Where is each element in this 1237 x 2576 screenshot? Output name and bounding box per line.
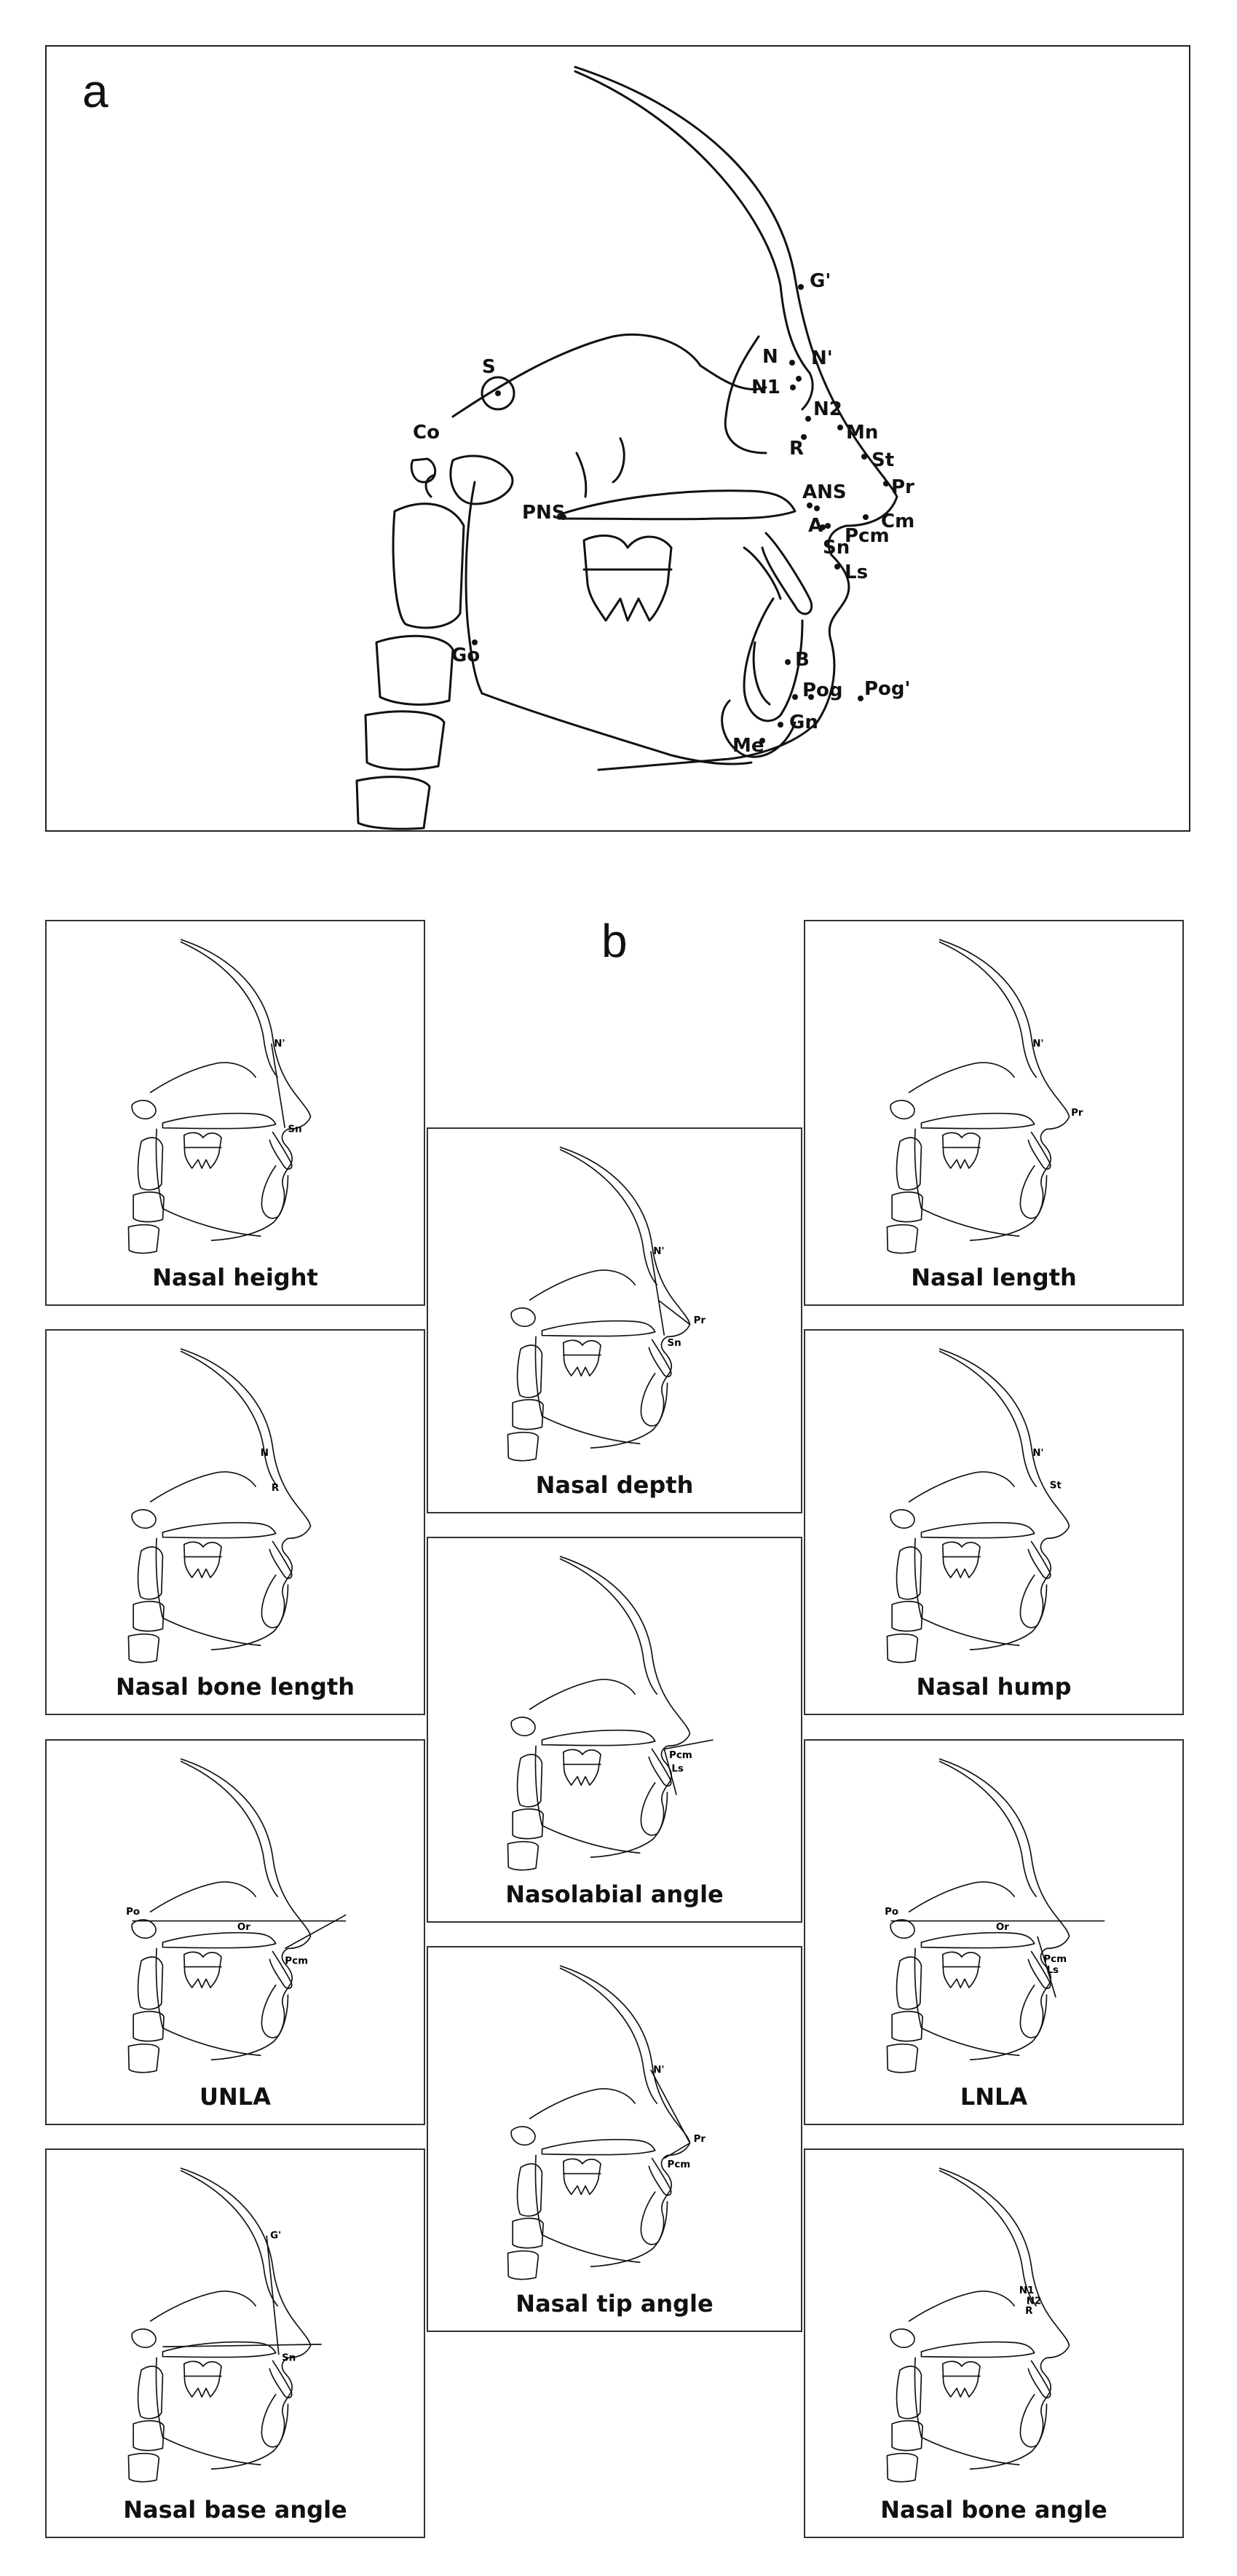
mandible-border bbox=[481, 692, 753, 765]
tile11-label-N1: N1 bbox=[1019, 2285, 1035, 2296]
tile-caption: Nasal tip angle bbox=[515, 2290, 714, 2317]
condyle bbox=[449, 454, 514, 505]
tile-nasal-height: N' Sn Nasal height bbox=[45, 920, 425, 1306]
label-Me: Me bbox=[732, 735, 764, 757]
tile7-label-Po: Po bbox=[126, 1907, 140, 1918]
tile-caption: Nasal bone length bbox=[115, 1673, 355, 1701]
tile9-label-Pcm: Pcm bbox=[1043, 1954, 1067, 1965]
tile5-label-Ls: Ls bbox=[671, 1764, 684, 1775]
vertebra-3 bbox=[364, 710, 446, 771]
vertebra-1 bbox=[392, 503, 465, 629]
bony-profile bbox=[574, 70, 814, 411]
tile-caption: Nasal base angle bbox=[123, 2496, 347, 2524]
tile-unla: Po Or Pcm UNLA bbox=[45, 1739, 425, 2125]
panel-a-letter: a bbox=[82, 65, 108, 117]
tile8-label-Pcm: Pcm bbox=[668, 2159, 691, 2170]
tile-nasal-depth: N' Pr Sn Nasal depth bbox=[427, 1127, 802, 1513]
tile-nasolabial-angle: Pcm Ls Nasolabial angle bbox=[427, 1537, 802, 1923]
tile1-label-N-prime: N' bbox=[274, 1039, 285, 1049]
tile-caption: Nasal length bbox=[911, 1264, 1077, 1291]
tile8-label-N-prime: N' bbox=[653, 2065, 664, 2076]
label-Sn: Sn bbox=[823, 537, 850, 559]
upper-incisor bbox=[761, 532, 813, 615]
label-Pog-prime: Pog' bbox=[864, 678, 911, 700]
tile9-label-Po: Po bbox=[885, 1907, 898, 1918]
tile-caption: Nasolabial angle bbox=[505, 1880, 724, 1908]
lower-incisor bbox=[743, 597, 804, 722]
tile-nasal-bone-angle: N1 N2 R Nasal bone angle bbox=[804, 2148, 1184, 2538]
tile7-label-Pcm: Pcm bbox=[285, 1955, 308, 1966]
tile10-label-Sn: Sn bbox=[282, 2353, 296, 2364]
molars bbox=[582, 534, 673, 622]
label-G-prime: G' bbox=[810, 270, 831, 292]
tile4-label-N: N bbox=[261, 1448, 269, 1459]
ramus bbox=[465, 481, 483, 695]
tile5-label-Pcm: Pcm bbox=[669, 1750, 692, 1761]
tile-nasal-bone-length: N R Nasal bone length bbox=[45, 1329, 425, 1715]
label-N2: N2 bbox=[813, 398, 842, 420]
tile6-label-N-prime: N' bbox=[1032, 1448, 1043, 1459]
soft-tissue-profile bbox=[574, 66, 898, 771]
label-Go: Go bbox=[451, 645, 480, 666]
tile-nasal-hump: N' St Nasal hump bbox=[804, 1329, 1184, 1715]
label-Cm: Cm bbox=[881, 511, 914, 532]
tile10-label-G-prime: G' bbox=[270, 2231, 281, 2242]
cranial-base bbox=[451, 333, 767, 418]
vertebra-4 bbox=[355, 776, 431, 830]
tile9-label-Or: Or bbox=[996, 1922, 1009, 1933]
label-R: R bbox=[789, 438, 804, 460]
symphysis bbox=[721, 699, 797, 758]
tile1-label-Sn: Sn bbox=[288, 1124, 302, 1135]
label-Pr: Pr bbox=[891, 476, 914, 498]
tile-caption: Nasal hump bbox=[916, 1673, 1072, 1701]
label-ANS: ANS bbox=[802, 481, 847, 503]
panel-a-cephalometric-tracing: G' N N' S N1 N2 Co R Mn St Pr ANS PNS A … bbox=[355, 66, 914, 830]
label-Co: Co bbox=[413, 422, 440, 444]
tile4-label-R: R bbox=[272, 1483, 280, 1494]
tile-nasal-base-angle: G' Sn Nasal base angle bbox=[45, 2148, 425, 2538]
label-Pog: Pog bbox=[802, 680, 843, 701]
tile3-label-N-prime: N' bbox=[1032, 1039, 1043, 1049]
tile8-label-Pr: Pr bbox=[694, 2134, 706, 2145]
label-Mn: Mn bbox=[846, 422, 878, 444]
tile2-label-N-prime: N' bbox=[653, 1246, 664, 1257]
tile11-label-R: R bbox=[1025, 2306, 1033, 2317]
label-Pcm: Pcm bbox=[845, 525, 890, 547]
tile-nasal-tip-angle: N' Pr Pcm Nasal tip angle bbox=[427, 1946, 802, 2332]
tile6-label-St: St bbox=[1050, 1481, 1062, 1492]
label-N-prime: N' bbox=[811, 347, 833, 369]
tile3-label-Pr: Pr bbox=[1071, 1108, 1083, 1119]
label-B: B bbox=[795, 649, 810, 671]
tile2-label-Pr: Pr bbox=[694, 1315, 706, 1326]
label-N: N bbox=[762, 346, 778, 368]
tile-lnla: Po Or Pcm Ls LNLA bbox=[804, 1739, 1184, 2125]
tile9-label-Ls: Ls bbox=[1047, 1965, 1059, 1976]
label-N1: N1 bbox=[751, 377, 780, 398]
tile-nasal-length: N' Pr Nasal length bbox=[804, 920, 1184, 1306]
tile-caption: Nasal depth bbox=[535, 1471, 694, 1499]
tile7-label-Or: Or bbox=[237, 1922, 250, 1933]
tile-caption: UNLA bbox=[199, 2083, 271, 2111]
vertebra-2 bbox=[375, 634, 454, 706]
label-S: S bbox=[482, 356, 496, 378]
label-St: St bbox=[872, 449, 894, 471]
tile-caption: Nasal height bbox=[152, 1264, 318, 1291]
panel-b-letter: b bbox=[601, 915, 628, 967]
tile-caption: Nasal bone angle bbox=[880, 2496, 1107, 2524]
panel-a-frame bbox=[45, 45, 1190, 832]
label-A: A bbox=[808, 515, 823, 537]
sella-turcica bbox=[481, 376, 515, 411]
label-Gn: Gn bbox=[789, 712, 818, 733]
tile-caption: LNLA bbox=[960, 2083, 1028, 2111]
tile11-label-N2: N2 bbox=[1027, 2296, 1042, 2307]
label-Ls: Ls bbox=[845, 562, 868, 583]
label-PNS: PNS bbox=[522, 502, 566, 524]
palate bbox=[557, 489, 797, 521]
tile2-label-Sn: Sn bbox=[668, 1338, 681, 1349]
